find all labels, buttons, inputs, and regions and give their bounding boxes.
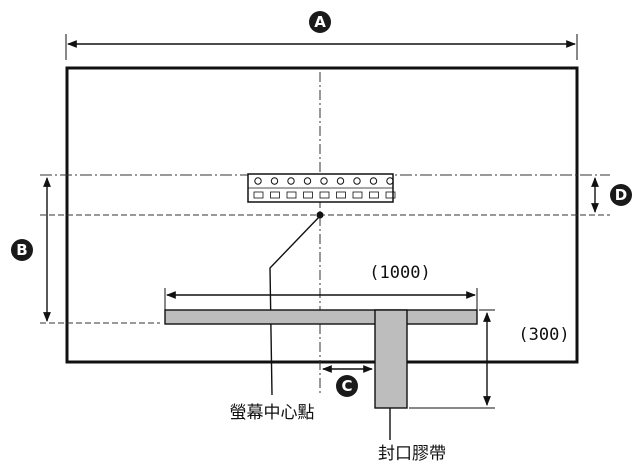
bracket-slot-icon bbox=[303, 191, 313, 199]
badge-d: D bbox=[610, 184, 632, 206]
bracket-hole-icon bbox=[254, 177, 262, 185]
sealing-tape-label: 封口膠帶 bbox=[378, 444, 446, 464]
bracket-holes-bottom bbox=[253, 191, 396, 199]
bracket-slot-icon bbox=[385, 191, 396, 199]
bracket-slot-icon bbox=[336, 191, 346, 199]
screen-center-marker: 螢幕中心點 bbox=[230, 211, 324, 423]
badge-a: A bbox=[309, 11, 331, 33]
bracket-hole-icon bbox=[336, 177, 345, 185]
bracket-slot-icon bbox=[270, 191, 280, 199]
dimension-d: D bbox=[591, 177, 632, 213]
dimension-a: A bbox=[65, 11, 578, 60]
badge-b: B bbox=[11, 239, 33, 261]
bracket-hole-icon bbox=[303, 177, 312, 185]
dimension-1000: (1000) bbox=[164, 263, 478, 310]
bracket-slot-icon bbox=[352, 191, 363, 199]
wall-mount-bracket bbox=[247, 173, 396, 203]
bracket-slot-icon bbox=[369, 191, 379, 199]
screen-center-label: 螢幕中心點 bbox=[230, 403, 315, 423]
sealing-tape: 封口膠帶 bbox=[164, 309, 478, 464]
dimension-c: C bbox=[322, 365, 373, 397]
bracket-hole-icon bbox=[353, 177, 361, 185]
bracket-hole-icon bbox=[369, 177, 378, 185]
bracket-slot-icon bbox=[286, 191, 297, 199]
svg-text:B: B bbox=[16, 241, 27, 259]
dimension-300: (300) bbox=[409, 309, 570, 409]
bracket-hole-icon bbox=[320, 177, 328, 185]
bracket-hole-icon bbox=[287, 177, 295, 185]
bracket-hole-icon bbox=[270, 177, 279, 185]
badge-c: C bbox=[336, 375, 358, 397]
svg-text:C: C bbox=[341, 377, 352, 395]
dimension-b: B bbox=[11, 177, 51, 322]
bracket-hole-icon bbox=[386, 177, 394, 185]
bracket-holes-top bbox=[254, 177, 394, 185]
svg-text:A: A bbox=[314, 13, 326, 31]
width-1000-label: (1000) bbox=[369, 263, 430, 283]
height-300-label: (300) bbox=[518, 325, 569, 345]
svg-text:D: D bbox=[615, 186, 627, 204]
bracket-slot-icon bbox=[319, 191, 330, 199]
bracket-slot-icon bbox=[253, 191, 264, 199]
